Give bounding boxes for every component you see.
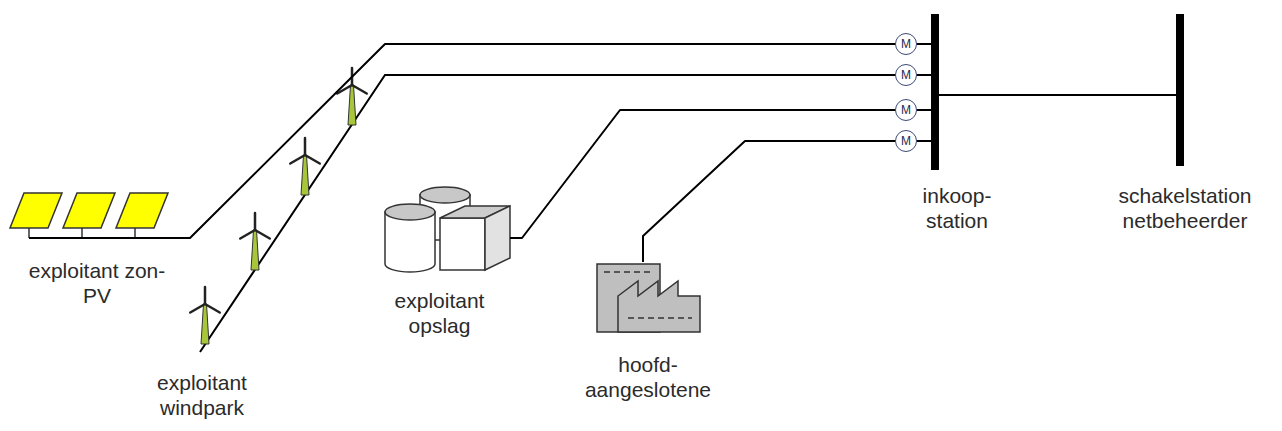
meter-label: M: [901, 135, 911, 147]
turbine-tower: [201, 304, 209, 344]
turbine-blade: [204, 287, 207, 304]
connector-line: [395, 74, 931, 76]
node-label: exploitant windpark: [137, 370, 267, 420]
turbine-blade: [305, 155, 320, 164]
busbar: inkoop- station: [931, 14, 939, 170]
node-label: exploitant opslag: [375, 288, 505, 338]
wind-wire: [200, 75, 395, 352]
tank-body: [385, 212, 435, 272]
turbine-blade: [352, 85, 367, 94]
wind-turbine: [190, 287, 219, 344]
meter-symbol: M: [895, 33, 917, 55]
node-label: exploitant zon-PV: [27, 258, 167, 308]
factory-hall: [618, 281, 700, 332]
meter-symbol: M: [895, 64, 917, 86]
factory-icon: [597, 262, 700, 332]
wind-park: exploitant windpark: [185, 60, 395, 360]
turbine-blade: [190, 304, 205, 313]
meter-label: M: [901, 38, 911, 50]
turbine-blade: [240, 230, 255, 239]
wind-turbine: [240, 213, 269, 270]
turbines: [190, 68, 366, 344]
wind-park: [190, 68, 395, 352]
pv-stub: [28, 228, 30, 238]
storage-wire: [510, 237, 512, 239]
pv-panel: [63, 193, 115, 228]
pv-wire: [29, 237, 174, 239]
turbine-blade: [254, 213, 257, 230]
turbine-tower: [301, 155, 309, 195]
pv-panel: [10, 193, 62, 228]
meter-label: M: [901, 104, 911, 116]
pv-plant: exploitant zon-PV: [10, 188, 174, 242]
main-connection: hoofd- aangeslotene: [593, 262, 701, 334]
meter-label: M: [901, 69, 911, 81]
turbine-blade: [304, 138, 307, 155]
busbar: schakelstation netbeheerder: [1176, 14, 1184, 166]
storage-box-side: [485, 206, 510, 270]
turbine-blade: [205, 304, 220, 313]
storage-box: [440, 218, 485, 270]
node-label: hoofd- aangeslotene: [563, 352, 733, 402]
turbine-blade: [255, 230, 270, 239]
storage-icon: [385, 187, 512, 272]
meter-symbol: M: [895, 130, 917, 152]
pv-panel: [116, 193, 168, 228]
tank-top: [385, 204, 435, 220]
meter-symbol: M: [895, 99, 917, 121]
connector-line: [512, 110, 931, 238]
node-label: schakelstation netbeheerder: [1098, 183, 1273, 233]
factory-window: [628, 317, 692, 319]
turbine-blade: [290, 155, 305, 164]
wind-turbine: [290, 138, 319, 195]
pv-stub: [134, 228, 136, 238]
pv-stub: [81, 228, 83, 238]
turbine-tower: [251, 230, 259, 270]
connector-line: [643, 141, 931, 262]
storage-site: exploitant opslag: [383, 185, 512, 272]
factory-window: [604, 271, 653, 273]
connector-line: [939, 94, 1176, 96]
tank-top: [420, 187, 470, 203]
turbine-tower: [348, 85, 356, 125]
node-label: inkoop- station: [910, 183, 1005, 233]
pv-panels: [10, 193, 174, 238]
